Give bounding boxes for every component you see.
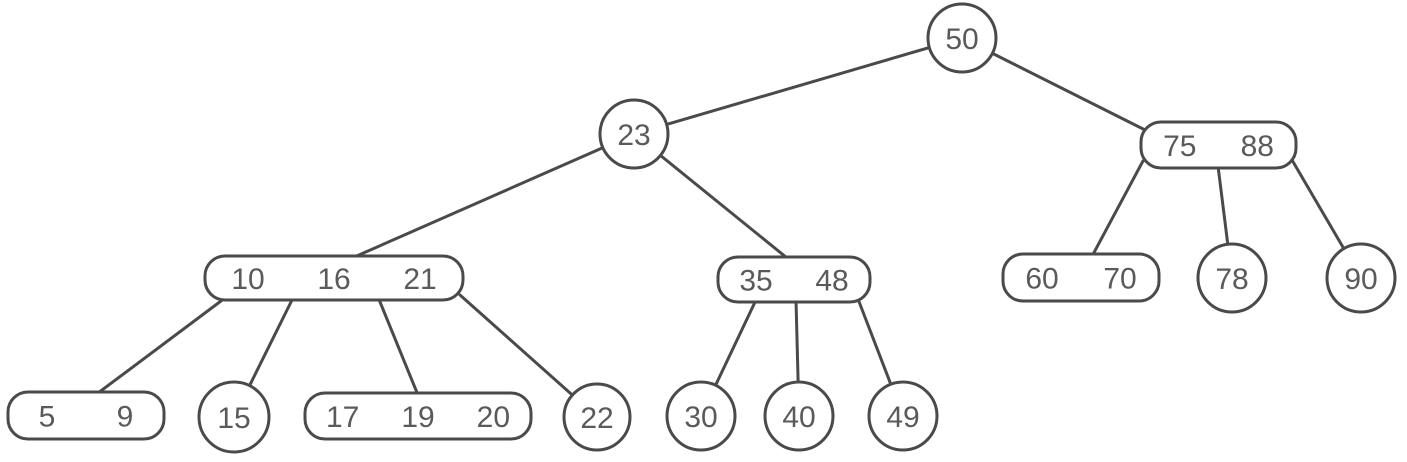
node-key: 78	[1215, 263, 1248, 296]
edges-layer	[88, 36, 1363, 419]
tree-node-40: 40	[763, 380, 835, 452]
node-key: 17	[326, 401, 359, 434]
node-key: 15	[217, 402, 250, 435]
node-circle-outline	[763, 380, 835, 452]
tree-node-75-88: 75 88	[1139, 120, 1298, 170]
node-circle-outline	[1325, 242, 1397, 314]
node-circle-outline	[665, 380, 737, 452]
node-key: 22	[580, 402, 613, 435]
node-key: 5	[39, 400, 56, 433]
node-key: 48	[815, 264, 848, 297]
tree-node-17-19-20: 17 19 20	[303, 391, 533, 441]
node-key: 16	[317, 263, 350, 296]
tree-node-49: 49	[867, 380, 939, 452]
node-key: 75	[1163, 130, 1196, 163]
tree-node-10-16-21: 10 16 21	[203, 254, 465, 302]
tree-edge-23-10-16-21	[341, 132, 636, 264]
tree-edge-10-16-21-5-9	[88, 296, 227, 401]
tree-node-78: 78	[1196, 242, 1268, 314]
node-circle-outline	[926, 2, 998, 74]
node-key: 10	[231, 263, 264, 296]
node-key: 40	[782, 401, 815, 434]
node-key: 9	[117, 400, 134, 433]
tree-node-90: 90	[1325, 242, 1397, 314]
tree-node-60-70: 60 70	[1001, 252, 1161, 303]
tree-node-22: 22	[562, 382, 632, 452]
node-key: 20	[477, 401, 510, 434]
tree-edge-10-16-21-17-19-20	[376, 295, 422, 402]
node-key: 30	[684, 401, 717, 434]
node-pill-outline	[303, 391, 533, 441]
node-key: 60	[1025, 262, 1058, 295]
tree-node-35-48: 35 48	[716, 255, 872, 304]
node-pill-outline	[716, 255, 872, 304]
tree-edge-50-23	[632, 36, 964, 136]
tree-edge-75-88-60-70	[1088, 159, 1145, 262]
tree-node-50: 50	[926, 2, 998, 74]
node-key: 23	[617, 119, 650, 152]
node-key: 50	[945, 23, 978, 56]
node-circle-outline	[1196, 242, 1268, 314]
node-circle-outline	[562, 382, 632, 452]
node-key: 35	[739, 264, 772, 297]
node-key: 70	[1103, 262, 1136, 295]
node-circle-outline	[598, 98, 670, 170]
tree-node-23: 23	[598, 98, 670, 170]
node-pill-outline	[1001, 252, 1161, 303]
node-pill-outline	[6, 390, 166, 441]
node-key: 19	[401, 401, 434, 434]
node-pill-outline	[1139, 120, 1298, 170]
tree-node-30: 30	[665, 380, 737, 452]
node-circle-outline	[867, 380, 939, 452]
tree-node-15: 15	[197, 380, 271, 454]
node-key: 21	[403, 263, 436, 296]
tree-edge-50-75-88	[960, 36, 1157, 137]
node-circle-outline	[197, 380, 271, 454]
node-key: 90	[1344, 263, 1377, 296]
node-key: 88	[1241, 130, 1274, 163]
node-pill-outline	[203, 254, 465, 302]
node-key: 49	[886, 401, 919, 434]
